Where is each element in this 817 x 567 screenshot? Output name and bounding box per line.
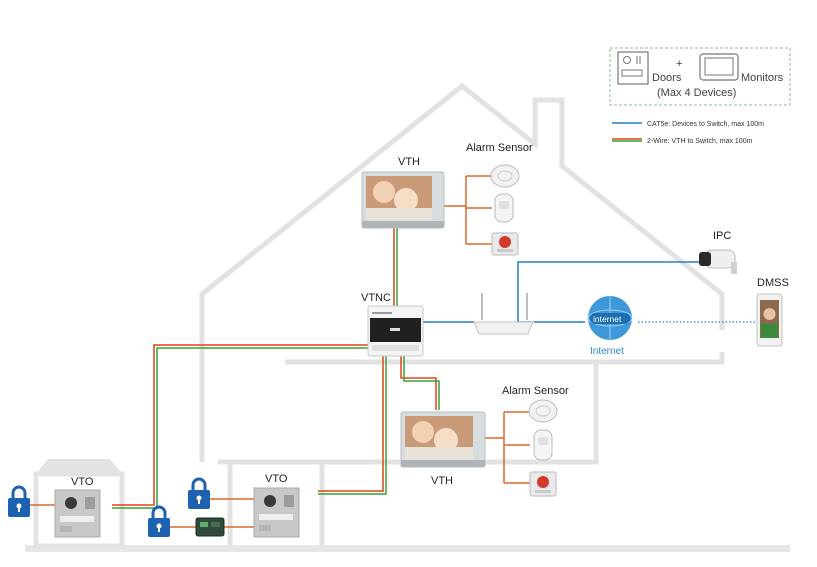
house-outline — [199, 82, 725, 545]
cat5e-cables — [423, 261, 700, 323]
internet-globe-icon: internet — [587, 296, 633, 340]
monitor-icon — [699, 53, 739, 81]
smoke-detector-icon — [528, 399, 558, 423]
motion-sensor-icon — [533, 429, 553, 461]
lock-icon — [8, 485, 30, 517]
dmss-label: DMSS — [757, 277, 789, 289]
motion-sensor-icon — [494, 193, 514, 223]
legend-max-devices: (Max 4 Devices) — [657, 87, 736, 99]
legend-doors: Doors — [652, 72, 682, 84]
legend-two-wire: 2-Wire: VTH to Switch, max 100m — [647, 138, 753, 145]
vtnc-label: VTNC — [361, 292, 391, 304]
panic-button-icon — [491, 232, 519, 256]
vth-bottom-label: VTH — [431, 475, 453, 487]
internet-label: Internet — [590, 346, 624, 357]
legend-cat5e: CAT5e: Devices to Switch, max 100m — [647, 121, 764, 128]
legend-monitors: Monitors — [741, 72, 784, 84]
door-station-icon — [617, 51, 649, 85]
alarm-sensor-top-label: Alarm Sensor — [466, 142, 533, 154]
outbuilding — [33, 459, 125, 549]
line-legend: CAT5e: Devices to Switch, max 100m 2-Wir… — [612, 121, 764, 145]
ipc-camera-icon — [699, 249, 737, 274]
dmss-phone-icon — [756, 293, 783, 347]
alarm-links-top — [444, 175, 492, 245]
alarm-links-bottom — [485, 411, 530, 484]
two-wire-vtnc-to-vth-bottom — [400, 356, 440, 410]
vtnc-switch — [367, 305, 424, 357]
internet-globe-text: internet — [593, 314, 622, 324]
lock-icon — [188, 477, 210, 509]
router-icon — [473, 293, 534, 335]
vto-door-station-left — [54, 489, 101, 538]
ground-line — [25, 545, 790, 552]
legend-box: + Doors Monitors (Max 4 Devices) — [609, 47, 791, 106]
relay-module-icon — [195, 517, 225, 537]
vth-monitor-bottom — [400, 411, 486, 468]
vth-monitor-top — [361, 171, 445, 229]
lock-icon — [148, 505, 170, 537]
two-wire-vtnc-to-vto-left — [112, 344, 368, 509]
vth-top-label: VTH — [398, 156, 420, 168]
vto-right-label: VTO — [265, 473, 288, 485]
legend-plus: + — [676, 58, 682, 70]
two-wire-vth-top-to-vtnc — [393, 228, 398, 306]
vto-left-label: VTO — [71, 476, 94, 488]
smoke-detector-icon — [490, 164, 520, 188]
two-wire-vtnc-to-vto-right — [318, 356, 387, 495]
panic-button-icon — [529, 471, 557, 497]
ipc-label: IPC — [713, 230, 731, 242]
lock-links — [30, 498, 254, 528]
alarm-sensor-bottom-label: Alarm Sensor — [502, 385, 569, 397]
vto-door-station-right — [253, 487, 300, 538]
